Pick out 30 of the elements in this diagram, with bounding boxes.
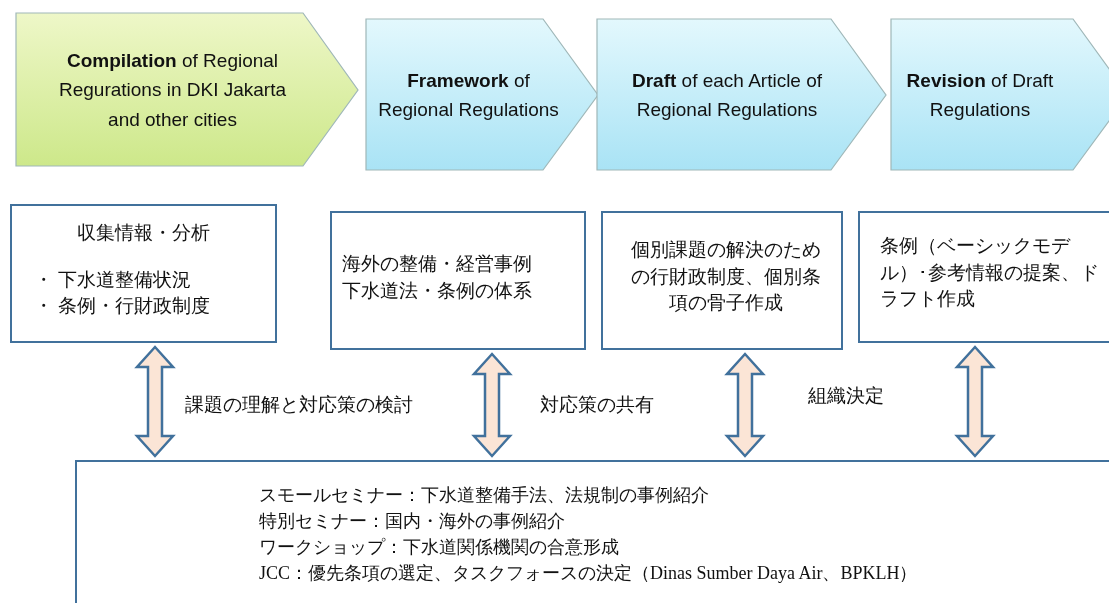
- text-line: スモールセミナー：下水道整備手法、法規制の事例紹介: [259, 484, 710, 507]
- bullet-item: ・ 条例・行財政制度: [34, 294, 211, 319]
- text-box: [601, 211, 843, 350]
- text-line: 特別セミナー：国内・海外の事例紹介: [259, 510, 566, 534]
- chevron-shape: [890, 18, 1109, 172]
- arrow-caption: 組織決定: [808, 384, 884, 408]
- double-arrow: [134, 345, 176, 458]
- box-heading: 収集情報・分析: [76, 221, 211, 245]
- box-text: 下水道法・条例の体系: [342, 278, 533, 303]
- step-label: Compilation of Regional Regurations in DKI Jakarta and other cities: [57, 48, 288, 132]
- box-text: 海外の整備・経営事例: [342, 252, 533, 276]
- text-line: ワークショップ：下水道関係機関の合意形成: [259, 536, 620, 560]
- arrow-caption: 対応策の共有: [540, 393, 654, 417]
- box-text: 個別課題の解決のための行財政制度、個別条項の骨子作成: [630, 238, 822, 316]
- text-box: [858, 211, 1109, 343]
- step-label: Framework of Regional Regulations: [377, 68, 560, 122]
- step-label: Draft of each Article of Regional Regulations: [630, 68, 824, 122]
- text-line: JCC：優先条項の選定、タスクフォースの決定（Dinas Sumber Daya Air、BPKLH）: [259, 562, 919, 586]
- step-label: Revision of Draft Regulations: [905, 68, 1055, 122]
- text-box: [10, 204, 277, 343]
- double-arrow: [954, 345, 996, 458]
- box-text: 条例（ベーシックモデル）･参考情報の提案、ドラフト作成: [880, 234, 1100, 312]
- chevron-shape: [596, 18, 888, 172]
- arrow-caption: 課題の理解と対応策の検討: [185, 393, 413, 417]
- double-arrow: [471, 352, 513, 458]
- text-box: [75, 460, 1109, 603]
- double-arrow: [724, 352, 766, 458]
- text-box: [330, 211, 586, 350]
- bullet-item: ・ 下水道整備状況: [34, 267, 192, 292]
- chevron-shape: [15, 12, 360, 168]
